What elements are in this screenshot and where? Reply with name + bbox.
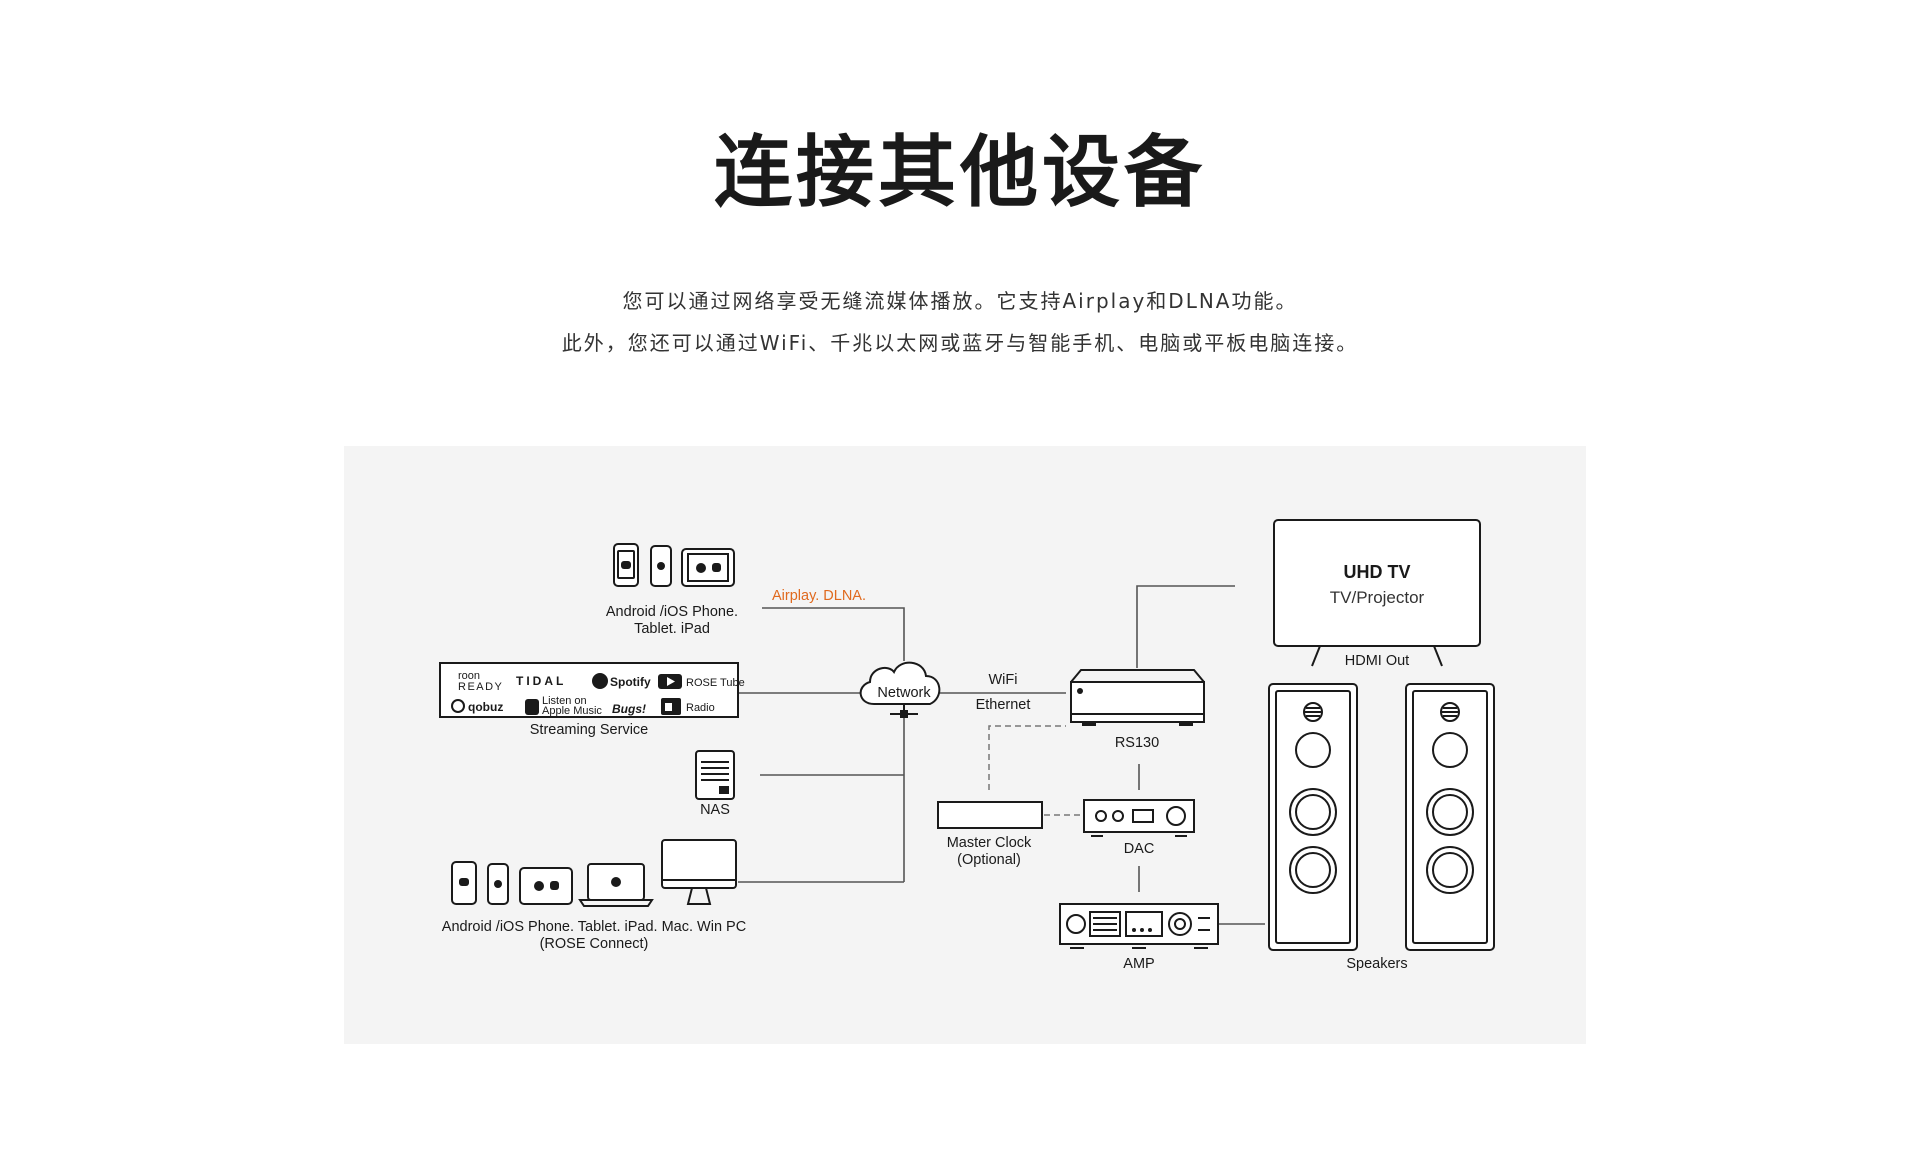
master-clock-label-line1: Master Clock [947,835,1032,851]
speakers-label: Speakers [1346,956,1407,972]
rs130-icon [1070,669,1205,726]
mobile-label-line1: Android /iOS Phone. [606,604,738,620]
apple-music-logo: Apple Music [542,705,602,717]
apple-music-small: Listen on [542,695,587,707]
ipad-icon [519,867,573,905]
amp-label: AMP [1123,956,1154,972]
speaker-left-icon [1268,683,1358,951]
master-clock-icon [937,801,1043,829]
ipad-icon [681,548,735,587]
connection-diagram: Android /iOS Phone. Tablet. iPad Airplay… [344,446,1586,1044]
wifi-label: WiFi [989,672,1018,688]
mobile-devices-group: Android /iOS Phone. Tablet. iPad [606,543,738,637]
speaker-right-icon [1405,683,1495,951]
diagram-canvas: Android /iOS Phone. Tablet. iPad Airplay… [439,519,1495,972]
iphone-icon [650,545,672,587]
spotify-icon [592,673,608,689]
line-mobile-network [762,607,905,661]
master-clock-label-line2: (Optional) [957,852,1021,868]
imac-icon [661,839,737,905]
line-rs130-tv [1136,585,1235,668]
line-clock-rs130 [988,725,1066,790]
nas-icon [695,750,735,800]
connection-lines [738,585,1265,925]
qobuz-icon [451,699,465,713]
intro-text: 您可以通过网络享受无缝流媒体播放。它支持Airplay和DLNA功能。 此外，您… [0,280,1920,364]
connect-label-line1: Android /iOS Phone. Tablet. iPad. Mac. W… [442,919,746,935]
network-cloud-icon: Network [859,661,941,718]
dac-label: DAC [1124,841,1155,857]
amp-icon [1059,903,1219,949]
android-phone-icon [451,861,477,905]
radio-logo: Radio [686,702,715,714]
streaming-services-box: roon READY TIDAL Spotify ROSE Tube qobuz… [439,662,745,718]
bugs-logo: Bugs! [612,702,646,716]
nas-label: NAS [700,802,730,818]
qobuz-logo: qobuz [468,700,503,714]
macbook-icon [578,863,654,907]
dac-icon [1083,799,1195,837]
tv-title: UHD TV [1344,562,1411,582]
iphone-icon [487,863,509,905]
connect-label-line2: (ROSE Connect) [540,936,649,952]
ethernet-label: Ethernet [976,697,1031,713]
rs130-label: RS130 [1115,735,1159,751]
network-label: Network [877,685,931,701]
roon-ready-text: READY [458,681,503,693]
mobile-label-line2: Tablet. iPad [634,621,710,637]
tv-icon [1273,519,1481,667]
streaming-label: Streaming Service [530,722,648,738]
intro-line-2: 此外，您还可以通过WiFi、千兆以太网或蓝牙与智能手机、电脑或平板电脑连接。 [561,331,1359,355]
tidal-logo: TIDAL [516,674,566,688]
tv-subtitle: TV/Projector [1330,588,1425,607]
rose-connect-devices-group: Android /iOS Phone. Tablet. iPad. Mac. W… [442,839,746,952]
roon-logo: roon [458,670,480,682]
apple-music-icon [525,699,539,715]
android-phone-icon [613,543,639,587]
intro-line-1: 您可以通过网络享受无缝流媒体播放。它支持Airplay和DLNA功能。 [622,289,1298,313]
page-title: 连接其他设备 [713,128,1206,218]
rose-tube-logo: ROSE Tube [686,677,745,689]
hdmi-label: HDMI Out [1345,653,1409,669]
spotify-logo: Spotify [610,675,651,689]
protocol-label: Airplay. DLNA. [772,588,866,604]
